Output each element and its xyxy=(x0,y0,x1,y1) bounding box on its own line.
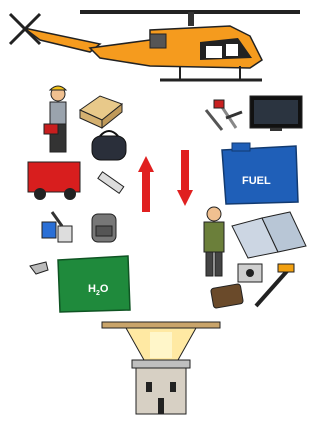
water-label-tail: O xyxy=(100,283,109,295)
radio-icon xyxy=(237,263,263,283)
crate-icon xyxy=(78,95,124,130)
bag-icon xyxy=(91,130,127,161)
tv-icon xyxy=(249,95,303,131)
down-arrow-icon xyxy=(177,150,193,206)
solar-panel-icon xyxy=(231,211,307,259)
soldier-icon xyxy=(203,206,225,277)
fuel-tank-icon: FUEL xyxy=(221,142,299,205)
briefcase-icon xyxy=(210,283,244,309)
drill-icon xyxy=(29,261,49,275)
jackhammer-icon xyxy=(254,263,295,308)
fuel-label: FUEL xyxy=(242,175,271,187)
tools-icon xyxy=(204,99,243,131)
generator-icon xyxy=(27,161,81,200)
up-arrow-icon xyxy=(138,156,154,212)
water-label-sub: 2 xyxy=(96,290,100,297)
helicopter-icon xyxy=(8,10,300,82)
backpack-icon xyxy=(91,213,117,243)
flashlight-icon xyxy=(97,171,125,195)
water-label-main: H xyxy=(88,283,96,295)
worker-icon xyxy=(43,85,68,153)
paint-icon xyxy=(41,211,73,243)
lighthouse-icon xyxy=(101,321,221,415)
water-tank-icon: H2O xyxy=(57,255,131,313)
water-label: H2O xyxy=(88,283,109,297)
